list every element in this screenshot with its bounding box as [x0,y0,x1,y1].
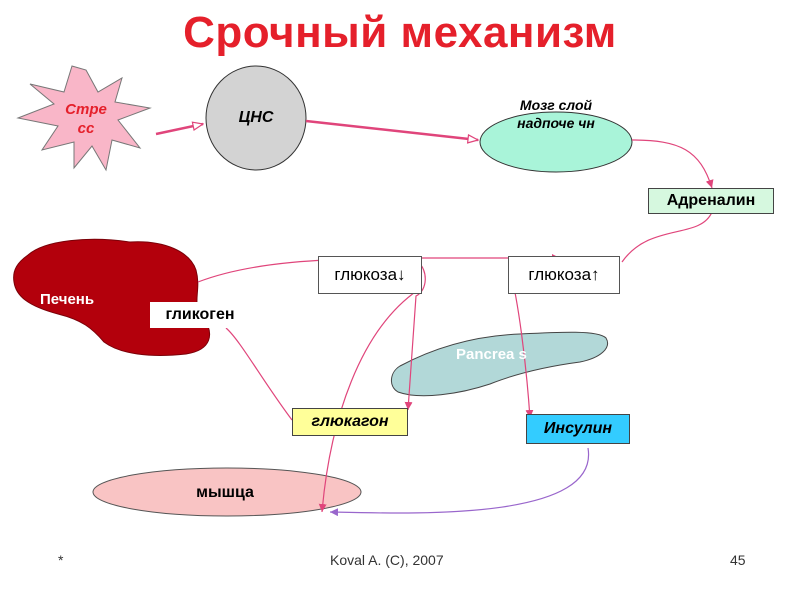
adrenal-to-adrenaline-arrow [631,139,714,189]
glycogen-label: гликоген [165,306,235,323]
glucose-down-box: глюкоза↓ [318,256,422,294]
glucose-up-label: глюкоза↑ [528,265,600,284]
insulin-label: Инсулин [543,420,613,437]
stress-label: Стре сс [65,101,107,137]
glucose-down-label: глюкоза↓ [334,265,406,284]
glucose-up-box: глюкоза↑ [508,256,620,294]
cns-to-adrenal-arrow [305,119,478,140]
glycogen-label-box: гликоген [150,302,250,328]
pancreas-shape [391,331,608,397]
muscle-shape [92,467,362,517]
insulin-box: Инсулин [526,414,630,444]
page-number: 45 [730,552,746,568]
pancreas-label: Pancrea s [456,346,527,363]
stress-to-cns-arrow [155,124,203,136]
glucagon-label: глюкагон [311,413,389,430]
adrenal-label: Мозг слой надпоче чн [517,97,595,131]
cns-shape [205,65,307,171]
footer-marker: * [58,552,64,568]
adrenal-shape [479,111,633,173]
liver-label: Печень [40,291,95,308]
page-title: Срочный механизм [183,8,617,57]
muscle-label: мышца [196,484,254,501]
footer-copyright: Koval A. (C), 2007 [330,552,444,568]
glucagon-box: глюкагон [292,408,408,436]
adrenaline-label: Адреналин [666,192,756,209]
glucagon-to-muscle-arrow [318,289,419,513]
adrenaline-to-glucose-arrow [621,211,713,263]
stress-star-shape [16,65,152,172]
glycogen-to-glucagon-link [225,327,293,421]
adrenaline-box: Адреналин [648,188,774,214]
cns-label: ЦНС [238,109,274,126]
insulin-to-muscle-arrow [329,447,589,517]
